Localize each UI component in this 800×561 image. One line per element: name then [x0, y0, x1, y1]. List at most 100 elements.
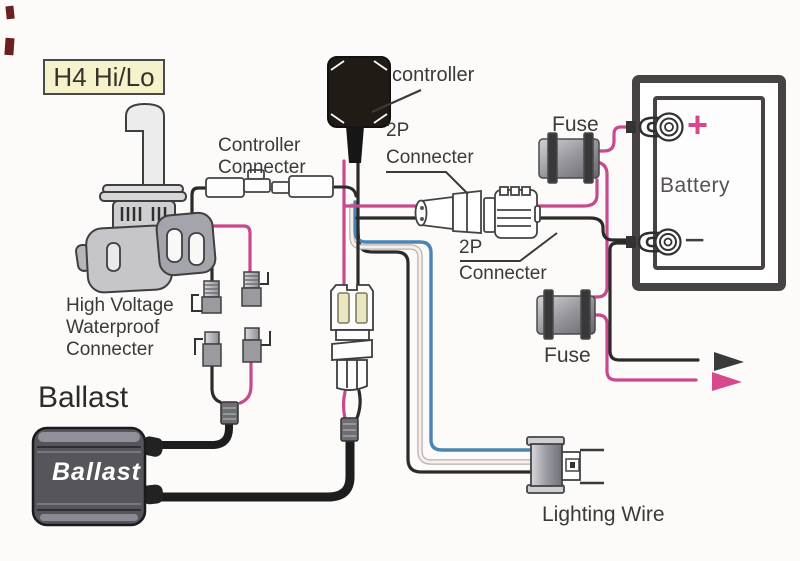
- battery-minus-stub: [626, 236, 636, 248]
- arrow-black: [714, 352, 744, 371]
- battery-illustration: [626, 75, 786, 291]
- lighting-wire-label: Lighting Wire: [542, 503, 665, 526]
- 2p-left-hole-1: [420, 206, 424, 210]
- vconn-pin-2: [355, 292, 368, 324]
- ballast-label: Ballast: [38, 381, 129, 414]
- bulb-glass-tube: [125, 102, 165, 188]
- 2p-bottom-pointer-line: [460, 232, 558, 262]
- cc-left-body: [205, 177, 245, 198]
- hv-connecters: [191, 271, 271, 367]
- cc-right-plug: [271, 181, 290, 194]
- high-voltage-label-line3: Connecter: [66, 339, 154, 360]
- 2p-right-rib1: [499, 186, 509, 196]
- 2p-right-body: [494, 189, 538, 239]
- battery-minus-ring-inner: [663, 237, 673, 247]
- vconn-female-skirt: [335, 329, 370, 341]
- fuse-top-illustration: [538, 132, 600, 184]
- battery-plus-ring-outer: [654, 112, 684, 142]
- lighting-socket-illustration: [526, 436, 604, 494]
- 2p-left-tip: [414, 199, 428, 227]
- socket-body: [530, 443, 563, 487]
- 2p-connecter-bottom-label-line1: 2P: [459, 237, 483, 258]
- ballast-bottom-strip: [40, 514, 138, 521]
- scan-artifacts: [4, 5, 15, 56]
- 2p-top-pointer-line: [386, 171, 469, 195]
- kit-type-text: H4 Hi/Lo: [53, 61, 155, 92]
- bulb-lobe-slot-1: [166, 228, 183, 263]
- controller-corner-nicks: [330, 60, 388, 124]
- 2p-right-latch: [534, 205, 541, 223]
- battery-plus-fork: [638, 116, 661, 138]
- hv-ul-bracket: [191, 294, 202, 312]
- wire-black-to-ferrule2: [355, 389, 362, 420]
- bulb-lobe-slot-2: [188, 232, 205, 266]
- wire-black-2p-to-minus: [534, 216, 628, 242]
- high-voltage-label-line2: Waterproof: [66, 317, 160, 338]
- 2p-right-flange: [483, 197, 496, 233]
- ferrules: [220, 401, 359, 442]
- controller-output-wires: [330, 159, 418, 287]
- vconn-male-collar: [331, 339, 373, 361]
- vconn-pin-1: [337, 292, 350, 324]
- hv-ll-body: [202, 343, 222, 367]
- wire-pink-to-ferrule2: [341, 390, 347, 420]
- ballast-illustration: [31, 426, 164, 527]
- controller-connecter-label-line1: Controller: [218, 135, 301, 156]
- 2p-connecter-pair: [386, 171, 558, 262]
- 2p-connecter-top-label-line2: Connecter: [386, 147, 474, 168]
- vconn-male-body: [336, 359, 368, 391]
- ballast-box-text: Ballast: [52, 458, 141, 486]
- 2p-right-rib2: [510, 186, 520, 196]
- wire-connecter-join: [330, 185, 358, 198]
- controller-connecter-label-line2: Connecter: [218, 157, 306, 178]
- 2p-connecter-bottom-label-line2: Connecter: [459, 263, 547, 284]
- wire-pink-fuse2-to-arrow: [589, 313, 698, 382]
- wire-pink-fuse1-to-fuse2: [590, 160, 609, 299]
- ballast-cables: [155, 389, 362, 502]
- controller-illustration: [327, 56, 422, 163]
- power-wires: [534, 125, 744, 391]
- 2p-connecter-top-label-line1: 2P: [386, 120, 410, 141]
- wire-black-minus-to-arrow: [608, 241, 700, 362]
- battery-minus-sign: −: [684, 219, 706, 260]
- fuse1-band-right: [583, 132, 594, 184]
- cc-right-body: [288, 175, 334, 198]
- wire-white-outline: [349, 203, 535, 465]
- socket-square-pin: [570, 462, 575, 468]
- kit-type-label: H4 Hi/Lo: [43, 59, 165, 95]
- wire-pink-fuse1-to-plus: [594, 125, 628, 153]
- lighting-wire-bundle: [349, 200, 535, 474]
- cable-ballast-output: [155, 436, 355, 502]
- cable-ballast-input: [156, 420, 233, 449]
- hv-lr-body: [242, 339, 262, 363]
- hv-ll-cap: [204, 331, 220, 345]
- ballast-stub-top: [141, 436, 164, 457]
- fuse1-band-left: [547, 132, 558, 184]
- wire-pink-hv-to-ferrule: [238, 360, 253, 405]
- arrow-pink: [712, 372, 742, 391]
- hv-ul-body: [201, 296, 222, 314]
- battery-minus-fork: [637, 231, 660, 253]
- ballast-stub-bottom: [141, 484, 164, 505]
- wire-blue-lighting: [353, 200, 534, 452]
- fuse2-band-left: [543, 289, 554, 340]
- controller-pointer-line: [371, 88, 422, 114]
- wire-pink-2p-to-fuse1: [534, 178, 599, 208]
- battery-plus-ring-mid: [659, 117, 679, 137]
- controller-stem: [346, 126, 364, 163]
- battery-inner-border: [653, 96, 765, 270]
- vertical-connector-pair: [330, 284, 374, 391]
- fuse-bottom-label: Fuse: [544, 344, 591, 367]
- fuse-bottom-illustration: [536, 289, 596, 340]
- controller-connecter-illustration: [205, 169, 334, 198]
- hv-ur-body: [241, 287, 262, 307]
- ballast-top-strip: [38, 432, 140, 442]
- h4-bulb-illustration: [75, 102, 217, 294]
- fuse2-band-right: [580, 289, 591, 340]
- cc-middle-tab: [243, 178, 271, 193]
- 2p-right-rib3: [521, 186, 531, 196]
- controller-box: [327, 56, 391, 128]
- ferrule-hv: [220, 401, 239, 425]
